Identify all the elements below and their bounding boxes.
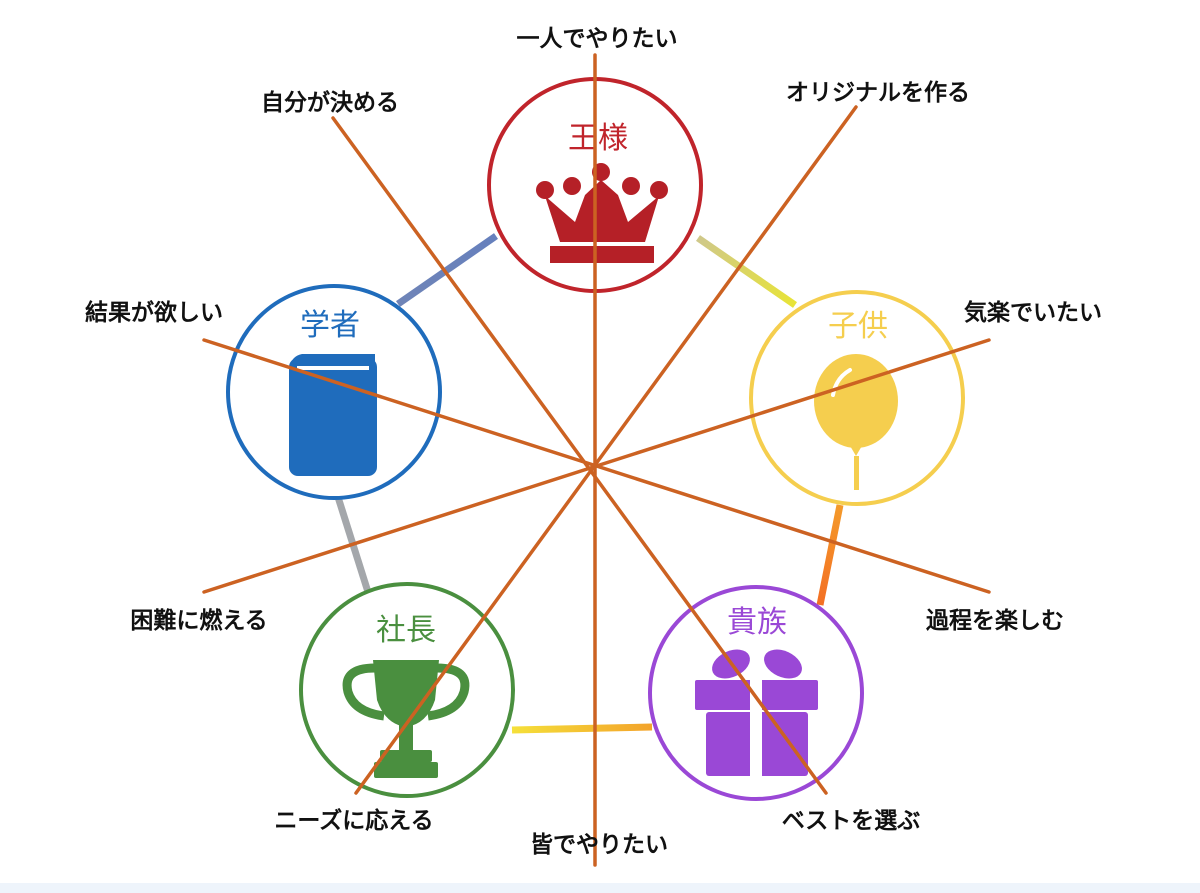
- node-scholar-label: 学者: [300, 308, 360, 343]
- node-child-label: 子供: [828, 309, 888, 344]
- bottom-strip: [0, 883, 1200, 893]
- axis-label-process: 過程を楽しむ: [926, 607, 1064, 634]
- connector-king-child: [696, 235, 797, 308]
- axis-label-meet-needs: ニーズに応える: [274, 807, 433, 834]
- node-noble: 貴族: [648, 585, 864, 801]
- axis-line-original-needs: [354, 105, 858, 795]
- axis-line-results-process: [202, 338, 991, 594]
- axis-label-together: 皆でやりたい: [530, 832, 668, 858]
- node-king-label: 王様: [568, 121, 628, 156]
- axis-label-original: オリジナルを作る: [786, 80, 970, 106]
- axis-label-choose-best: ベストを選ぶ: [782, 808, 920, 834]
- axis-label-carefree: 気楽でいたい: [964, 299, 1102, 326]
- node-noble-label: 貴族: [727, 605, 787, 640]
- node-child: 子供: [749, 290, 965, 506]
- node-ceo: 社長: [299, 582, 515, 798]
- connector-child-noble: [816, 504, 844, 606]
- gift-icon: [695, 649, 818, 776]
- axis-label-difficulty: 困難に燃える: [130, 607, 267, 634]
- node-scholar: 学者: [226, 284, 442, 500]
- axis-label-self-decide: 自分が決める: [261, 89, 399, 116]
- connector-scholar-king: [396, 233, 498, 307]
- connector-noble-ceo: [511, 723, 653, 734]
- axis-line-self-best: [331, 116, 828, 795]
- axis-label-results: 結果が欲しい: [85, 299, 223, 326]
- node-ceo-label: 社長: [376, 613, 436, 648]
- axis-lines: [202, 53, 991, 867]
- trophy-icon: [342, 660, 470, 778]
- crown-icon: [536, 163, 668, 263]
- axis-label-alone: 一人でやりたい: [517, 26, 678, 52]
